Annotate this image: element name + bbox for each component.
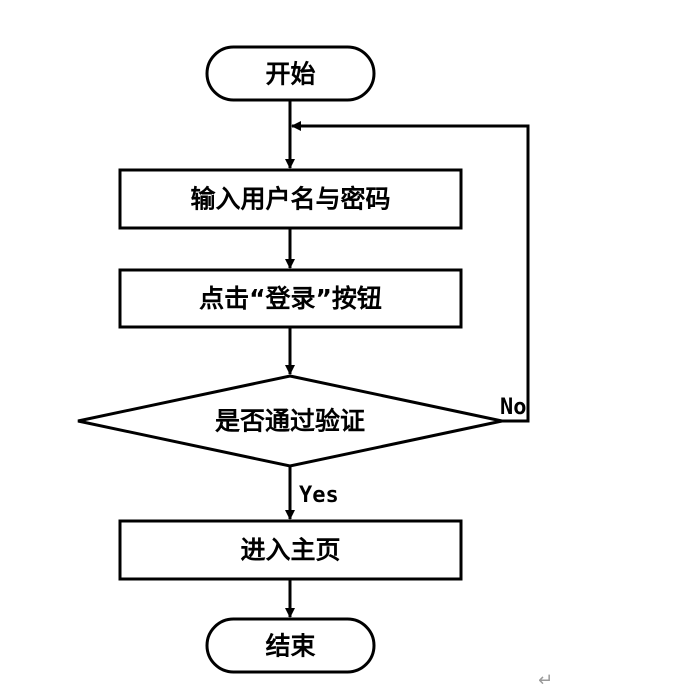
process-click-login-label: 点击“登录”按钮 [199, 284, 382, 313]
end-label: 结束 [265, 632, 316, 661]
end-terminal [205, 617, 376, 674]
process-enter-home [118, 519, 463, 581]
decision-verification-label: 是否通过验证 [215, 407, 365, 436]
edge-label-yes: Yes [299, 483, 339, 508]
process-input-credentials [118, 168, 463, 230]
start-label: 开始 [265, 60, 315, 89]
arrow-no-loop-back [291, 121, 530, 423]
process-input-credentials-label: 输入用户名与密码 [190, 185, 390, 214]
edge-label-no: No [500, 395, 527, 420]
process-enter-home-label: 进入主页 [240, 536, 340, 565]
paragraph-mark-icon: ↵ [538, 670, 553, 687]
